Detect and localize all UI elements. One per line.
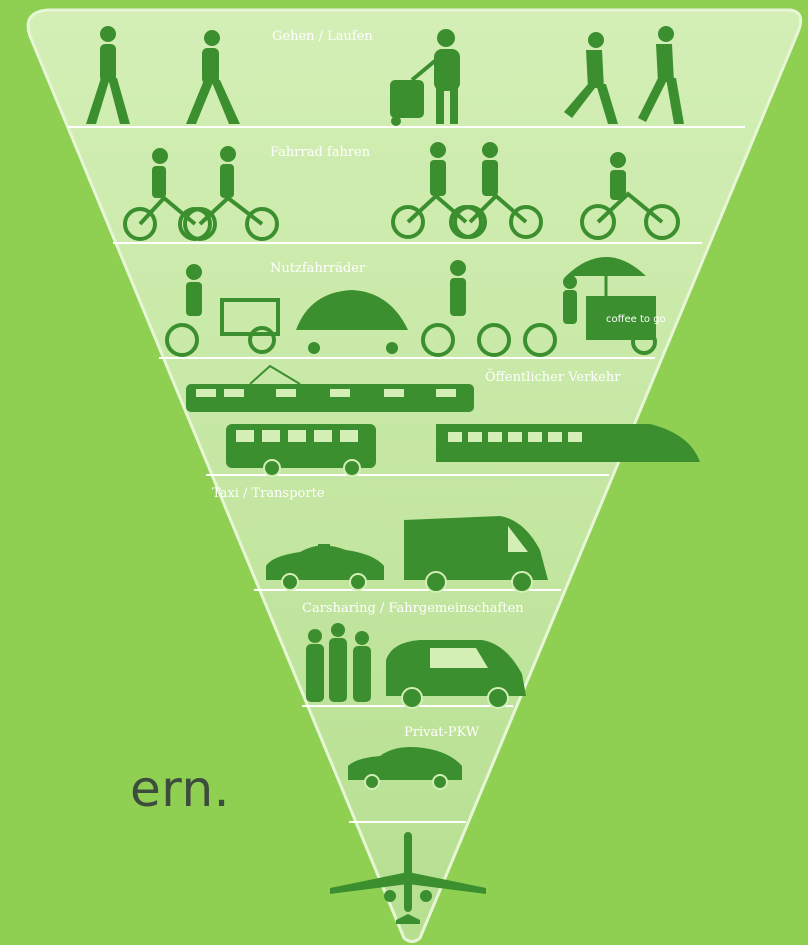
cyclist-icon <box>183 146 279 241</box>
train-icon <box>436 424 700 462</box>
cyclist-icon <box>421 260 511 357</box>
van-icon <box>404 516 548 593</box>
taxi-icon <box>266 544 384 591</box>
airplane-icon <box>330 832 486 924</box>
level-label-utility-bikes: Nutzfahrräder <box>270 261 366 276</box>
person-with-trolley-icon <box>390 29 460 126</box>
level-label-walking: Gehen / Laufen <box>272 29 373 44</box>
bus-icon <box>226 424 376 477</box>
level-label-public-transport: Öffentlicher Verkehr <box>485 368 621 385</box>
cyclist-icon <box>453 142 543 239</box>
running-person-icon <box>564 32 618 124</box>
cargo-bike-icon <box>165 264 280 357</box>
walking-person-icon <box>186 30 240 124</box>
level-label-cycling: Fahrrad fahren <box>270 145 371 160</box>
compact-car-icon <box>386 640 526 709</box>
running-person-icon <box>638 26 684 124</box>
partial-slide-text: ern. <box>130 760 231 818</box>
velomobile-icon <box>296 290 408 354</box>
walking-person-icon <box>86 26 130 124</box>
cyclist-icon <box>580 152 680 240</box>
tram-icon <box>186 364 474 412</box>
cyclist-icon <box>123 148 212 241</box>
level-label-carsharing: Carsharing / Fahrgemeinschaften <box>302 601 524 616</box>
coffee-cart-bike-icon: coffee to go <box>523 257 666 357</box>
level-dividers <box>68 126 745 823</box>
level-label-taxi: Taxi / Transporte <box>212 486 325 501</box>
coffee-cart-sign: coffee to go <box>606 314 666 325</box>
group-of-people-icon <box>306 623 371 702</box>
sedan-icon <box>348 747 462 790</box>
level-label-private-car: Privat-PKW <box>404 725 480 740</box>
